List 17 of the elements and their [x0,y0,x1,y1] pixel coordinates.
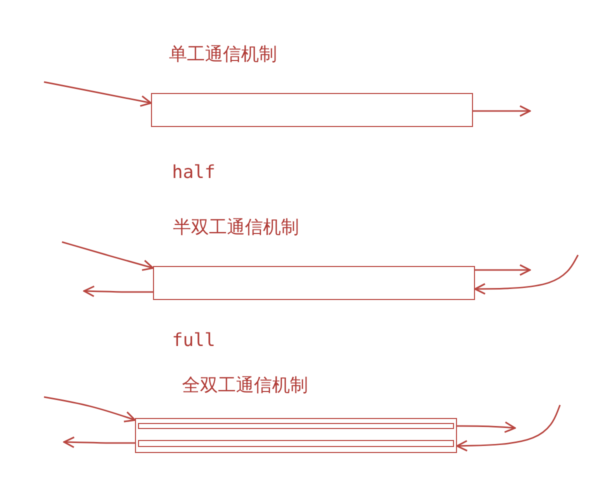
arrow [475,264,531,276]
arrow [474,254,579,295]
mechanism-title: 单工通信机制 [169,44,277,66]
mechanism-title: 全双工通信机制 [182,375,308,397]
arrow [457,421,516,433]
arrow [44,81,152,107]
arrow [44,396,136,422]
arrow [63,436,135,448]
mode-label: half [172,162,216,184]
arrow [456,404,561,452]
channel-bar [138,440,454,447]
arrow [473,105,531,117]
mechanism-title: 半双工通信机制 [173,217,299,239]
arrow [62,241,154,271]
arrow [83,286,153,298]
channel-bar [138,423,454,429]
mode-label: full [172,330,216,352]
